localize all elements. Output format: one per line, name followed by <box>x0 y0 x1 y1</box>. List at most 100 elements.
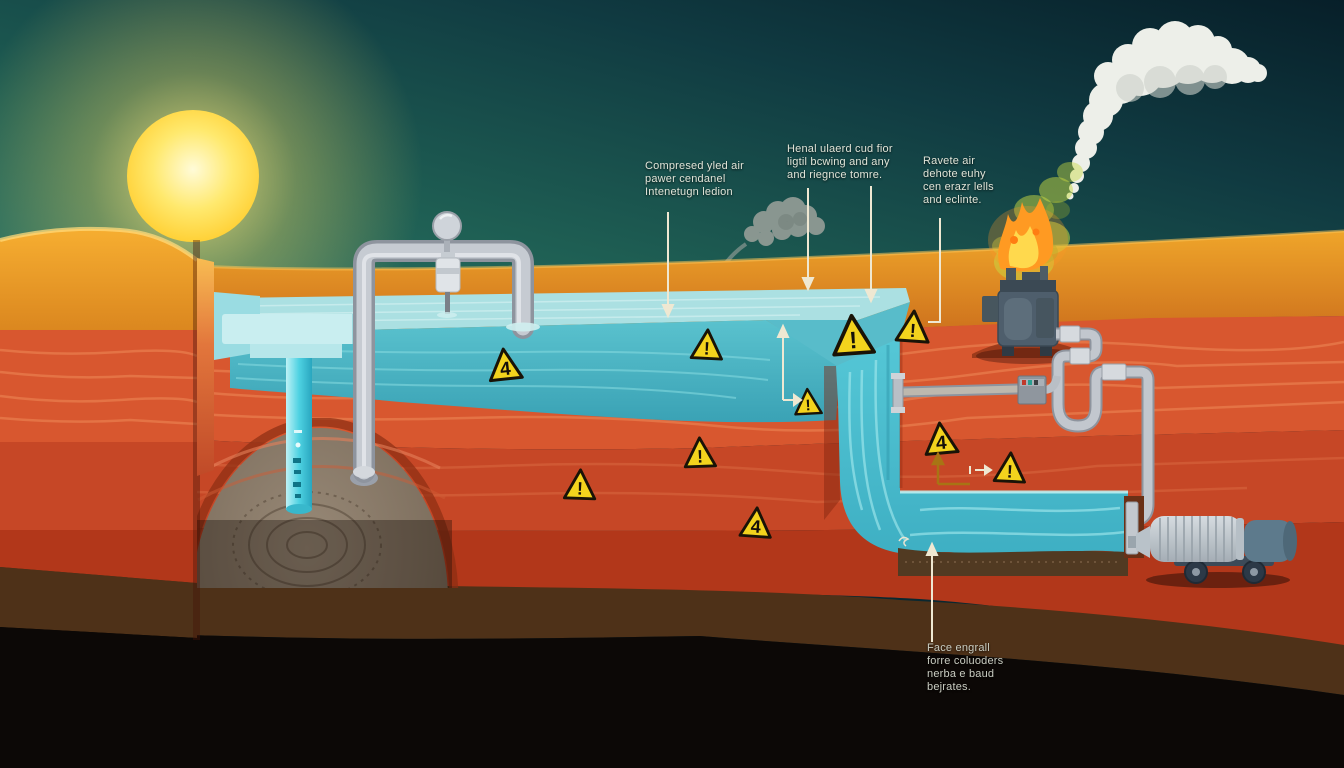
warning-triangle-icon: ! <box>894 309 930 344</box>
pipe-cap <box>353 466 375 478</box>
pump-assembly <box>1124 496 1297 588</box>
pump-shadow <box>1146 572 1290 588</box>
pump-motor <box>1244 520 1292 562</box>
block-edge-shadow <box>193 240 200 640</box>
warning-triangle-icon: 4 <box>488 347 524 383</box>
surface-highlight <box>196 229 1344 271</box>
generator-unit <box>972 266 1088 364</box>
injection-tee-bar <box>222 314 360 344</box>
bedrock-layer <box>0 627 1344 768</box>
rod-ripple <box>437 312 457 318</box>
warning-glyph: ! <box>697 446 704 466</box>
warning-triangle-icon: ! <box>562 468 597 501</box>
warning-triangle-icon: ! <box>689 328 723 361</box>
fall-streaks <box>848 359 1126 541</box>
cloud-shading <box>1116 65 1227 102</box>
warning-glyph: 4 <box>935 433 948 455</box>
water-table <box>230 288 910 423</box>
pump-nose-cone <box>1136 526 1150 558</box>
valve-rod <box>445 292 450 314</box>
control-valve <box>435 257 461 293</box>
injection-well <box>214 292 360 514</box>
mini-arrow <box>969 466 985 474</box>
pipe-fittings <box>1059 325 1127 381</box>
label-line: nerba e baud <box>927 668 995 680</box>
water-front-face <box>230 320 840 423</box>
cavern-rim <box>188 418 459 588</box>
pipe-ripple <box>506 322 540 332</box>
well-pipe-end <box>286 504 312 514</box>
berm-bedrock <box>0 627 197 768</box>
sun <box>127 110 259 242</box>
annotation-label-deep-layers: Face engrall forre coluoders nerba e bau… <box>927 642 1003 694</box>
waterfall <box>836 338 1128 556</box>
channel-sediment <box>898 548 1128 576</box>
pump-cylinder <box>1150 516 1242 562</box>
pump-ribs <box>1159 516 1233 562</box>
label-line: and eclinte. <box>923 194 982 206</box>
warning-triangle-icon: ! <box>832 313 876 357</box>
berm-sand <box>0 228 197 330</box>
label-line: dehote euhy <box>923 168 986 180</box>
warning-glyph: 4 <box>499 358 512 380</box>
warning-triangle-icon: 4 <box>738 506 772 539</box>
flame <box>988 198 1068 274</box>
warning-glyph: ! <box>848 327 858 354</box>
pipe-run <box>1053 329 1153 527</box>
corner-face <box>197 258 214 476</box>
generator-panel <box>1036 298 1054 338</box>
warning-glyph: ! <box>805 397 811 414</box>
cavern-rings <box>232 491 382 588</box>
squiggle-mark <box>898 536 910 547</box>
tee-step <box>250 344 342 358</box>
berm-red-3 <box>0 530 197 583</box>
label-line: forre coluoders <box>927 655 1004 667</box>
label-line: Face engrall <box>927 642 990 654</box>
valve-band <box>436 268 460 274</box>
warning-triangle-icon: ! <box>992 451 1026 484</box>
generator-deck <box>1000 280 1056 292</box>
cavern-shadow <box>192 520 452 588</box>
generator-tank <box>1004 298 1032 340</box>
label-line: Henal ulaerd cud fior <box>787 143 893 155</box>
berm-red-2 <box>0 442 197 530</box>
berm-dark-soil <box>0 567 197 638</box>
warning-glyph: ! <box>703 338 710 358</box>
annotation-label-compressed-air: Compresed yled air pawer cendanel Intene… <box>645 160 744 199</box>
cavern-body <box>192 428 448 588</box>
elbow-arrow <box>782 334 794 401</box>
pipe-arch-assembly <box>350 211 540 486</box>
gauge-stem <box>444 238 450 252</box>
dark-soil-layer <box>0 567 1344 695</box>
generator-side-box <box>982 296 998 322</box>
label-line: Intenetugn ledion <box>645 186 733 198</box>
warning-glyph: 4 <box>750 516 761 537</box>
label-line: cen erazr lells <box>923 181 994 193</box>
well-markings <box>293 458 301 498</box>
label-line: ligtil bcwing and any <box>787 156 890 168</box>
label-line: pawer cendanel <box>645 173 726 185</box>
tee-fitting <box>892 376 904 410</box>
warning-triangle-icon: 4 <box>924 421 960 456</box>
horizontal-pipe <box>902 385 1019 396</box>
warning-glyph: ! <box>1006 461 1013 481</box>
warning-glyph: ! <box>909 321 917 342</box>
label-line: Ravete air <box>923 155 976 167</box>
label-line: bejrates. <box>927 681 971 693</box>
berm-red-1 <box>0 330 197 442</box>
trench-shadow-left <box>824 366 840 520</box>
warning-glyph: ! <box>577 478 584 498</box>
label-line: Compresed yled air <box>645 160 744 172</box>
leader-line <box>928 218 941 323</box>
annotation-label-heat-used: Henal ulaerd cud fior ligtil bcwing and … <box>787 143 893 182</box>
gray-smoke <box>716 197 825 276</box>
warning-triangle-icon: ! <box>683 436 718 469</box>
waterfall-and-channel <box>824 338 1128 576</box>
hazard-pointer <box>930 451 970 486</box>
well-mark-light <box>294 430 302 433</box>
warning-markers: 4 ! ! ! ! ! ! 4 4 ! <box>488 309 1026 539</box>
bent-layer-lines <box>197 437 446 502</box>
valve-neck <box>441 252 455 260</box>
